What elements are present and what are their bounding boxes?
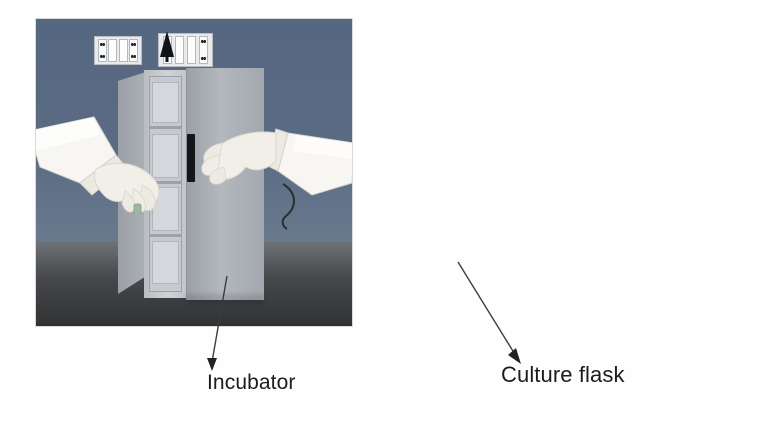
incubator-shelf	[152, 82, 179, 123]
wall-panel-right	[158, 31, 213, 67]
panel-socket-icon	[199, 36, 209, 64]
incubator-shelf	[152, 134, 179, 178]
panel-switch-icon	[174, 36, 184, 64]
panel-switch-icon	[118, 39, 128, 62]
panel-switch-icon	[187, 36, 197, 64]
left-gloved-hand	[36, 116, 160, 214]
incubator-shelf	[152, 241, 179, 284]
panel-socket-icon	[97, 39, 107, 62]
door-handle	[187, 134, 195, 182]
label-incubator: Incubator	[207, 371, 296, 394]
right-gloved-hand	[201, 128, 352, 196]
panel-switch-icon	[108, 39, 118, 62]
label-culture-flask: Culture flask	[501, 362, 625, 387]
panel-socket-icon	[129, 39, 139, 62]
power-cord	[281, 183, 295, 230]
culture-flask-photo	[372, 62, 774, 300]
wall-panel-left	[94, 36, 142, 65]
incubator-door	[186, 68, 264, 300]
panel-triangle-icon	[160, 31, 175, 64]
incubator-illustration	[36, 19, 352, 326]
